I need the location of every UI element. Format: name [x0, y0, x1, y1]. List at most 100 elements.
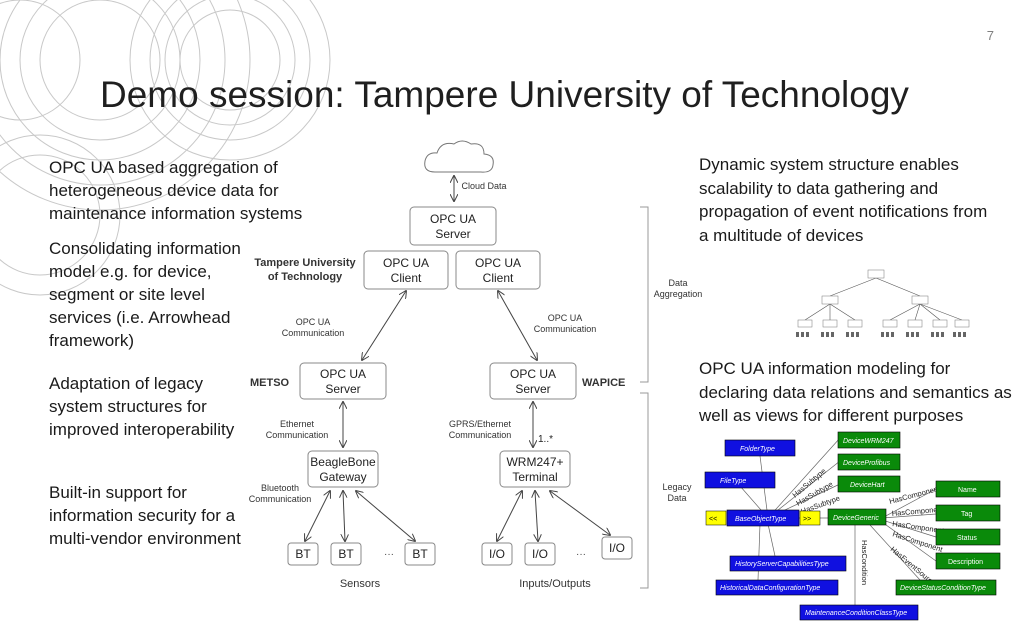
io-3: I/O — [601, 536, 633, 560]
svg-text:DeviceHart: DeviceHart — [850, 482, 886, 489]
node-maintenance-condition-class: MaintenanceConditionClassType — [799, 604, 919, 621]
comm-right-line2: Communication — [534, 324, 597, 334]
node-file-type: FileType — [704, 471, 776, 489]
opc-ua-server-top: OPC UA Server — [409, 206, 497, 246]
inputs-outputs-label: Inputs/Outputs — [519, 578, 591, 590]
opc-ua-client-right: OPC UA Client — [455, 250, 541, 290]
svg-text:BT: BT — [295, 547, 311, 561]
nav-left-button[interactable]: << — [705, 510, 727, 526]
bullet-legacy-adaptation: Adaptation of legacy system structures f… — [49, 374, 235, 439]
svg-text:FolderType: FolderType — [740, 446, 775, 453]
cloud-icon — [424, 140, 494, 173]
svg-text:DeviceStatusConditionType: DeviceStatusConditionType — [900, 585, 986, 592]
node-device-hart: DeviceHart — [837, 475, 901, 493]
svg-text:Name: Name — [958, 487, 977, 494]
io-1: I/O — [481, 542, 513, 566]
node-name: Name — [935, 480, 1001, 498]
node-folder-type: FolderType — [724, 439, 796, 457]
text-information-modeling: OPC UA information modeling for declarin… — [699, 359, 1012, 425]
svg-text:Server: Server — [325, 382, 360, 396]
comm-left-line1: OPC UA — [296, 317, 331, 327]
bluetooth-comm-line2: Communication — [249, 494, 312, 504]
svg-text:BeagleBone: BeagleBone — [310, 455, 376, 469]
metso-label: METSO — [250, 377, 290, 389]
svg-text:>>: >> — [803, 516, 811, 523]
svg-text:BT: BT — [338, 547, 354, 561]
svg-text:OPC UA: OPC UA — [383, 256, 429, 270]
svg-text:Client: Client — [391, 271, 422, 285]
node-device-wrm247: DeviceWRM247 — [837, 431, 901, 449]
sensors-label: Sensors — [340, 578, 381, 590]
svg-text:DeviceGeneric: DeviceGeneric — [833, 515, 879, 522]
beaglebone-gateway: BeagleBone Gateway — [307, 450, 379, 488]
bullet-information-model: Consolidating information model e.g. for… — [49, 239, 241, 350]
opc-ua-server-wapice: OPC UA Server — [489, 362, 577, 400]
node-base-object-type: BaseObjectType — [726, 509, 800, 527]
svg-text:HistoricalDataConfigurationTyp: HistoricalDataConfigurationType — [720, 585, 820, 592]
node-tag: Tag — [935, 504, 1001, 522]
svg-text:BaseObjectType: BaseObjectType — [735, 516, 786, 523]
tut-label-line1: Tampere University — [254, 257, 356, 269]
io-ellipsis: ··· — [576, 549, 586, 560]
opc-ua-client-left: OPC UA Client — [363, 250, 449, 290]
bullet-aggregation: OPC UA based aggregation of heterogeneou… — [49, 158, 303, 223]
cloud-data-label: Cloud Data — [461, 181, 506, 191]
tut-label-line2: of Technology — [268, 271, 343, 283]
information-model-diagram: HasSubtype HasSubtype HasSubtype HasComp… — [704, 431, 1001, 621]
svg-text:OPC UA: OPC UA — [430, 212, 476, 226]
svg-text:DeviceWRM247: DeviceWRM247 — [843, 438, 895, 445]
data-aggregation-label: Data Aggregation — [653, 278, 703, 299]
node-device-status-condition: DeviceStatusConditionType — [895, 579, 997, 596]
ethernet-comm-line2: Communication — [266, 430, 329, 440]
comm-right-line1: OPC UA — [548, 313, 583, 323]
svg-text:Status: Status — [957, 535, 977, 542]
svg-text:WRM247+: WRM247+ — [506, 455, 563, 469]
svg-text:MaintenanceConditionClassType: MaintenanceConditionClassType — [805, 610, 907, 617]
svg-text:DeviceProfibus: DeviceProfibus — [843, 460, 891, 467]
bt-sensor-3: BT — [404, 542, 436, 566]
architecture-diagram: Cloud Data OPC UA Server OPC UA Client O… — [249, 140, 649, 590]
svg-text:OPC UA: OPC UA — [320, 367, 366, 381]
decorative-circles — [0, 0, 331, 296]
wrm247-terminal: WRM247+ Terminal — [499, 450, 571, 488]
svg-text:I/O: I/O — [489, 547, 505, 561]
gprs-comm-line1: GPRS/Ethernet — [449, 419, 512, 429]
svg-text:Client: Client — [483, 271, 514, 285]
node-description: Description — [935, 552, 1001, 570]
io-2: I/O — [524, 542, 556, 566]
bt-sensor-2: BT — [330, 542, 362, 566]
bt-sensor-1: BT — [287, 542, 319, 566]
opc-ua-server-metso: OPC UA Server — [299, 362, 387, 400]
svg-text:OPC UA: OPC UA — [510, 367, 556, 381]
svg-text:HistoryServerCapabilitiesType: HistoryServerCapabilitiesType — [735, 561, 829, 568]
svg-text:BT: BT — [412, 547, 428, 561]
sensors-ellipsis: ··· — [384, 549, 394, 560]
svg-text:I/O: I/O — [532, 547, 548, 561]
legacy-data-label: Legacy Data — [662, 482, 692, 503]
comm-left-line2: Communication — [282, 328, 345, 338]
multiplicity-label: 1..* — [538, 434, 553, 445]
wapice-label: WAPICE — [582, 377, 625, 389]
node-history-server-capabilities: HistoryServerCapabilitiesType — [729, 555, 847, 572]
svg-text:Terminal: Terminal — [512, 470, 557, 484]
nav-right-button[interactable]: >> — [799, 510, 821, 526]
gprs-comm-line2: Communication — [449, 430, 512, 440]
text-dynamic-structure: Dynamic system structure enables scalabi… — [699, 155, 988, 245]
node-historical-data-configuration: HistoricalDataConfigurationType — [715, 579, 839, 596]
svg-text:OPC UA: OPC UA — [475, 256, 521, 270]
svg-text:Tag: Tag — [961, 511, 972, 518]
bullet-security: Built-in support for information securit… — [49, 483, 241, 548]
svg-text:Server: Server — [515, 382, 550, 396]
node-device-profibus: DeviceProfibus — [837, 453, 901, 471]
svg-text:Description: Description — [948, 559, 983, 566]
bluetooth-comm-line1: Bluetooth — [261, 483, 299, 493]
ethernet-comm-line1: Ethernet — [280, 419, 315, 429]
page-number: 7 — [986, 28, 994, 43]
node-status: Status — [935, 528, 1001, 546]
edge-has-condition: HasCondition — [860, 540, 869, 585]
scalability-tree-thumbnail — [796, 269, 970, 337]
svg-text:<<: << — [709, 516, 717, 523]
svg-text:Gateway: Gateway — [319, 470, 366, 484]
svg-text:FileType: FileType — [720, 478, 746, 485]
svg-text:I/O: I/O — [609, 541, 625, 555]
